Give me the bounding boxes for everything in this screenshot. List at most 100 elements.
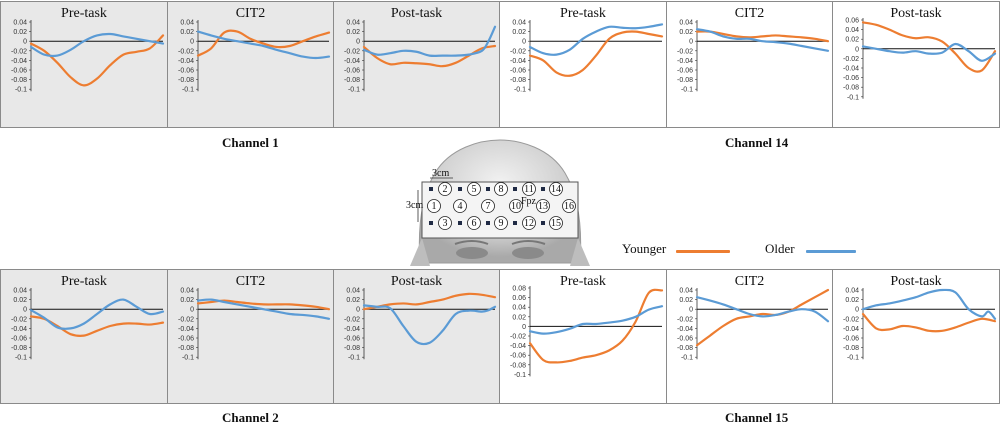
optode-circle [522,216,536,230]
optode-label: 10 [511,201,521,212]
y-tick-label: -0.04 [677,58,693,65]
optode-circle [481,199,495,213]
optode-label: 16 [564,201,574,212]
y-tick-label: 0.02 [845,297,859,304]
optode-label: 1 [432,201,437,212]
series-line-older [528,305,664,335]
y-tick-label: 0.04 [346,20,360,27]
series-line-younger [29,315,165,337]
y-tick-label: -0.06 [178,336,194,343]
y-tick-label: 0.04 [512,305,526,312]
y-tick-label: -0.02 [677,48,693,55]
legend-younger-label: Younger [622,241,667,256]
optode-circle [467,182,481,196]
chart-title: Post-task [890,274,942,289]
line-chart: 0.040.020-0.02-0.04-0.06-0.08-0.1 [178,20,331,94]
y-tick-label: -0.02 [843,316,859,323]
y-tick-label: 0.04 [13,20,27,27]
y-tick-label: -0.02 [11,48,27,55]
chart-title: Pre-task [560,274,606,289]
y-tick-label: 0.08 [512,286,526,293]
y-tick-label: -0.04 [178,58,194,65]
y-tick-label: -0.08 [677,77,693,84]
y-tick-label: 0.04 [512,20,526,27]
y-tick-label: 0.04 [13,288,27,295]
y-tick-label: -0.02 [178,316,194,323]
y-tick-label: 0.02 [679,297,693,304]
y-tick-label: 0 [689,307,693,314]
series-line-older [528,23,664,56]
y-tick-label: 0 [855,307,859,314]
y-tick-label: -0.04 [510,343,526,350]
y-tick-label: -0.06 [677,336,693,343]
y-tick-label: 0.02 [512,29,526,36]
probe-scale-side: 3cm [406,200,423,211]
y-tick-label: 0.04 [845,27,859,34]
y-tick-label: -0.1 [514,372,526,379]
detector-marker [458,187,462,191]
line-chart: 0.080.060.040.020-0.02-0.04-0.06-0.08-0.… [510,286,664,379]
series-line-older [29,32,165,58]
line-chart: 0.040.020-0.02-0.04-0.06-0.08-0.1 [344,20,497,94]
optode-circle [562,199,576,213]
y-tick-label: 0.02 [180,29,194,36]
y-tick-label: -0.08 [677,345,693,352]
series-line-younger [695,288,830,347]
y-tick-label: -0.02 [178,48,194,55]
channel-label-15: Channel 15 [725,410,789,425]
series-line-older [861,288,997,320]
y-tick-label: -0.06 [843,75,859,82]
optode-circle [427,199,441,213]
y-tick-label: -0.04 [178,326,194,333]
optode-circle [536,199,550,213]
y-tick-label: -0.08 [178,77,194,84]
y-tick-label: 0.02 [13,29,27,36]
y-tick-label: -0.1 [15,87,27,94]
chart-title: Pre-task [61,6,107,21]
y-tick-label: 0.02 [679,29,693,36]
y-tick-label: -0.04 [843,326,859,333]
y-tick-label: 0.04 [679,20,693,27]
y-tick-label: -0.08 [11,345,27,352]
y-tick-label: 0.02 [13,297,27,304]
optode-label: 14 [551,184,561,195]
y-tick-label: -0.04 [344,326,360,333]
detector-marker [486,187,490,191]
y-tick-label: 0.04 [679,288,693,295]
y-tick-label: 0.06 [512,295,526,302]
series-line-younger [196,29,331,57]
chart-title: CIT2 [734,274,765,289]
y-tick-label: -0.02 [510,334,526,341]
series-line-younger [861,312,997,333]
series-line-older [861,42,997,62]
probe-scale-top: 3cm [432,168,449,179]
detector-marker [513,187,517,191]
detector-marker [541,187,545,191]
y-tick-label: -0.04 [11,326,27,333]
legend-older-swatch [806,250,856,253]
y-tick-label: -0.08 [344,77,360,84]
y-tick-label: 0.02 [346,297,360,304]
y-tick-label: -0.04 [510,58,526,65]
y-tick-label: -0.08 [843,345,859,352]
chart-title: CIT2 [235,274,266,289]
y-tick-label: -0.1 [182,355,194,362]
optode-label: 9 [499,218,504,229]
series-line-younger [528,288,664,364]
y-tick-label: -0.04 [677,326,693,333]
detector-marker [458,221,462,225]
y-tick-label: -0.06 [344,336,360,343]
series-line-older [196,30,331,60]
y-tick-label: -0.08 [510,77,526,84]
y-tick-label: -0.08 [344,345,360,352]
optode-circle [494,182,508,196]
